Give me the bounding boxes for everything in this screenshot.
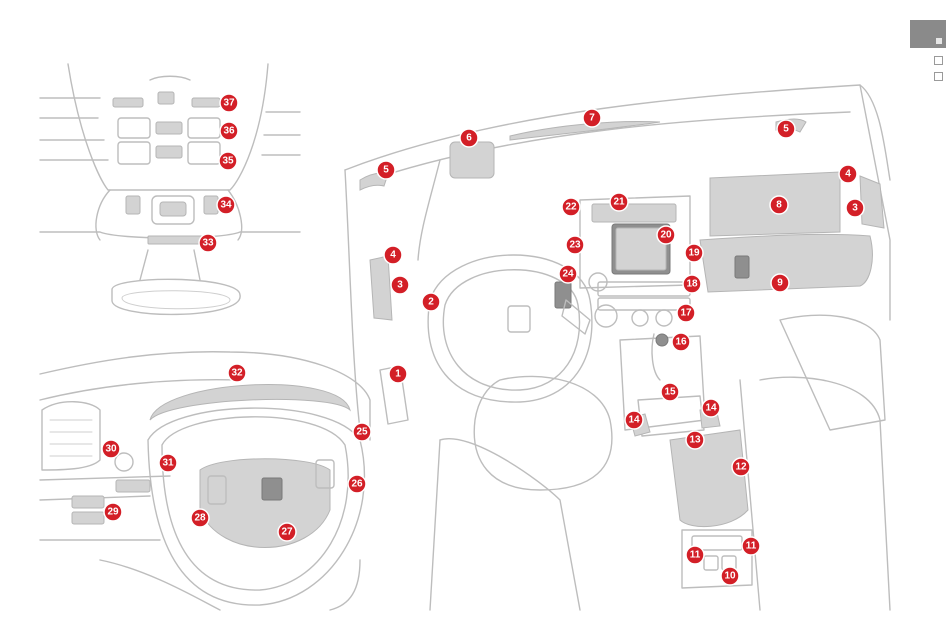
callout-35[interactable]: 35 [219,152,237,170]
svg-text:7: 7 [589,113,595,124]
svg-text:18: 18 [686,279,698,290]
callout-36[interactable]: 36 [220,122,238,140]
svg-text:4: 4 [845,169,851,180]
callout-30[interactable]: 30 [102,440,120,458]
nav-page-active[interactable] [910,20,946,48]
svg-text:29: 29 [107,507,119,518]
svg-text:21: 21 [613,197,625,208]
svg-text:4: 4 [390,250,396,261]
callout-21[interactable]: 21 [610,193,628,211]
callout-37[interactable]: 37 [220,94,238,112]
callout-5[interactable]: 5 [777,120,795,138]
svg-text:20: 20 [660,230,672,241]
callout-3[interactable]: 3 [846,199,864,217]
callout-3[interactable]: 3 [391,276,409,294]
callout-4[interactable]: 4 [839,165,857,183]
callout-18[interactable]: 18 [683,275,701,293]
callout-32[interactable]: 32 [228,364,246,382]
svg-text:3: 3 [852,203,858,214]
svg-text:14: 14 [705,403,717,414]
svg-text:5: 5 [383,165,389,176]
svg-text:2: 2 [428,297,434,308]
callout-11[interactable]: 11 [742,537,760,555]
callout-16[interactable]: 16 [672,333,690,351]
callout-10[interactable]: 10 [721,567,739,585]
callout-29[interactable]: 29 [104,503,122,521]
svg-text:35: 35 [222,156,234,167]
callout-20[interactable]: 20 [657,226,675,244]
callout-6[interactable]: 6 [460,129,478,147]
svg-text:19: 19 [688,248,700,259]
callout-25[interactable]: 25 [353,423,371,441]
callout-26[interactable]: 26 [348,475,366,493]
svg-text:13: 13 [689,435,701,446]
callout-33[interactable]: 33 [199,234,217,252]
overhead-console-view [40,64,300,314]
callout-14[interactable]: 14 [625,411,643,429]
callout-12[interactable]: 12 [732,458,750,476]
svg-text:5: 5 [783,124,789,135]
steering-wheel-view [40,352,370,610]
callout-22[interactable]: 22 [562,198,580,216]
svg-text:26: 26 [351,479,363,490]
svg-text:30: 30 [105,444,117,455]
callout-1[interactable]: 1 [389,365,407,383]
svg-text:24: 24 [562,269,574,280]
callout-15[interactable]: 15 [661,383,679,401]
svg-text:11: 11 [690,550,701,561]
callout-19[interactable]: 19 [685,244,703,262]
svg-text:22: 22 [565,202,577,213]
svg-text:1: 1 [395,369,401,380]
callout-23[interactable]: 23 [566,236,584,254]
svg-text:32: 32 [231,368,243,379]
callout-14[interactable]: 14 [702,399,720,417]
svg-text:31: 31 [162,458,174,469]
callout-34[interactable]: 34 [217,196,235,214]
cockpit-view [345,85,890,610]
svg-text:15: 15 [664,387,676,398]
svg-text:11: 11 [746,541,757,552]
callout-17[interactable]: 17 [677,304,695,322]
svg-text:10: 10 [724,571,736,582]
svg-text:3: 3 [397,280,403,291]
svg-text:6: 6 [466,133,472,144]
nav-page-3[interactable] [934,72,943,81]
callout-13[interactable]: 13 [686,431,704,449]
svg-text:33: 33 [202,238,214,249]
callout-9[interactable]: 9 [771,274,789,292]
callout-28[interactable]: 28 [191,509,209,527]
callout-27[interactable]: 27 [278,523,296,541]
svg-text:8: 8 [776,200,782,211]
callout-11[interactable]: 11 [686,546,704,564]
callout-5[interactable]: 5 [377,161,395,179]
nav-page-2[interactable] [934,56,943,65]
svg-text:16: 16 [675,337,687,348]
svg-text:14: 14 [628,415,640,426]
svg-text:27: 27 [281,527,293,538]
svg-text:34: 34 [220,200,232,211]
callout-7[interactable]: 7 [583,109,601,127]
svg-text:9: 9 [777,278,783,289]
svg-text:23: 23 [569,240,581,251]
svg-text:25: 25 [356,427,368,438]
callout-8[interactable]: 8 [770,196,788,214]
svg-text:37: 37 [223,98,235,109]
svg-text:17: 17 [680,308,692,319]
svg-text:36: 36 [223,126,235,137]
callout-24[interactable]: 24 [559,265,577,283]
callout-4[interactable]: 4 [384,246,402,264]
svg-text:12: 12 [735,462,747,473]
svg-text:28: 28 [194,513,206,524]
callout-2[interactable]: 2 [422,293,440,311]
callout-31[interactable]: 31 [159,454,177,472]
